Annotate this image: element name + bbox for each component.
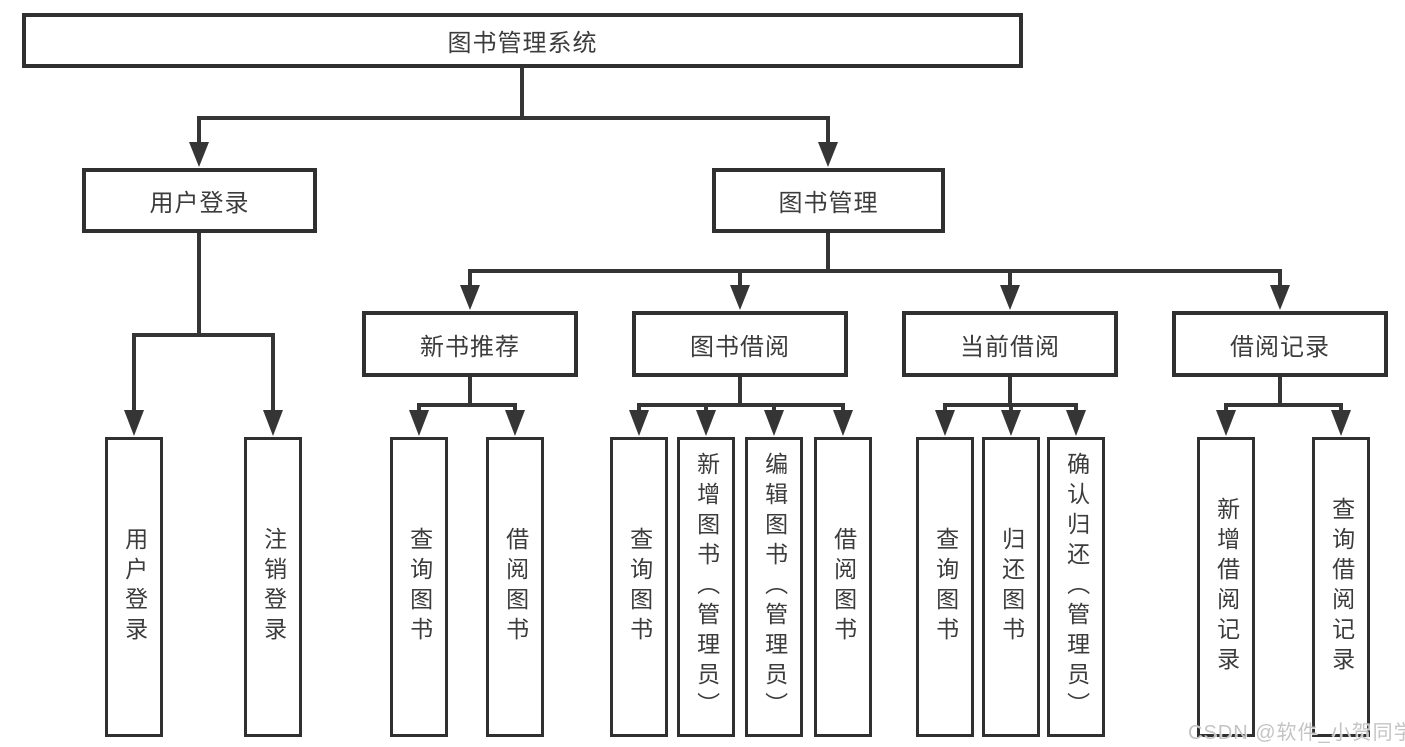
node-borrowing-borrow-books: 借阅图书 [814, 437, 872, 737]
node-current-return-books: 归还图书 [982, 437, 1040, 737]
node-library-management-system: 图书管理系统 [22, 13, 1023, 68]
node-user-login-action: 用户登录 [105, 437, 163, 737]
node-current-confirm-return-admin: 确认归还（管理员） [1047, 437, 1105, 737]
leaf-label: 用户登录 [121, 527, 148, 647]
node-current-query-books: 查询图书 [916, 437, 974, 737]
node-book-borrowing: 图书借阅 [632, 311, 848, 377]
leaf-label: 注销登录 [260, 527, 287, 647]
leaf-label: 新增图书（管理员） [693, 452, 720, 722]
node-current-borrowing: 当前借阅 [902, 311, 1118, 377]
leaf-label: 编辑图书（管理员） [761, 452, 788, 722]
arrowheads [124, 142, 1351, 436]
node-borrowing-add-books-admin: 新增图书（管理员） [677, 437, 735, 737]
node-logout-action: 注销登录 [244, 437, 302, 737]
leaf-label: 查询图书 [406, 527, 433, 647]
node-borrowing-query-books: 查询图书 [610, 437, 668, 737]
leaf-label: 查询借阅记录 [1328, 497, 1355, 677]
node-user-login-branch: 用户登录 [82, 168, 317, 233]
node-recommend-borrow-books: 借阅图书 [486, 437, 544, 737]
leaf-label: 借阅图书 [502, 527, 529, 647]
node-new-book-recommend: 新书推荐 [362, 311, 578, 377]
leaf-label: 归还图书 [998, 527, 1025, 647]
leaf-label: 查询图书 [626, 527, 653, 647]
node-book-management-branch: 图书管理 [712, 168, 945, 233]
node-borrowing-edit-books-admin: 编辑图书（管理员） [745, 437, 803, 737]
csdn-watermark: CSDN @软件_小贺同学 [1188, 722, 1405, 744]
node-record-add-borrow-record: 新增借阅记录 [1197, 437, 1255, 737]
node-borrowing-records: 借阅记录 [1172, 311, 1388, 377]
leaf-label: 新增借阅记录 [1213, 497, 1240, 677]
leaf-label: 借阅图书 [830, 527, 857, 647]
node-recommend-query-books: 查询图书 [390, 437, 448, 737]
leaf-label: 确认归还（管理员） [1063, 452, 1090, 722]
node-record-query-borrow-record: 查询借阅记录 [1312, 437, 1370, 737]
leaf-label: 查询图书 [932, 527, 959, 647]
